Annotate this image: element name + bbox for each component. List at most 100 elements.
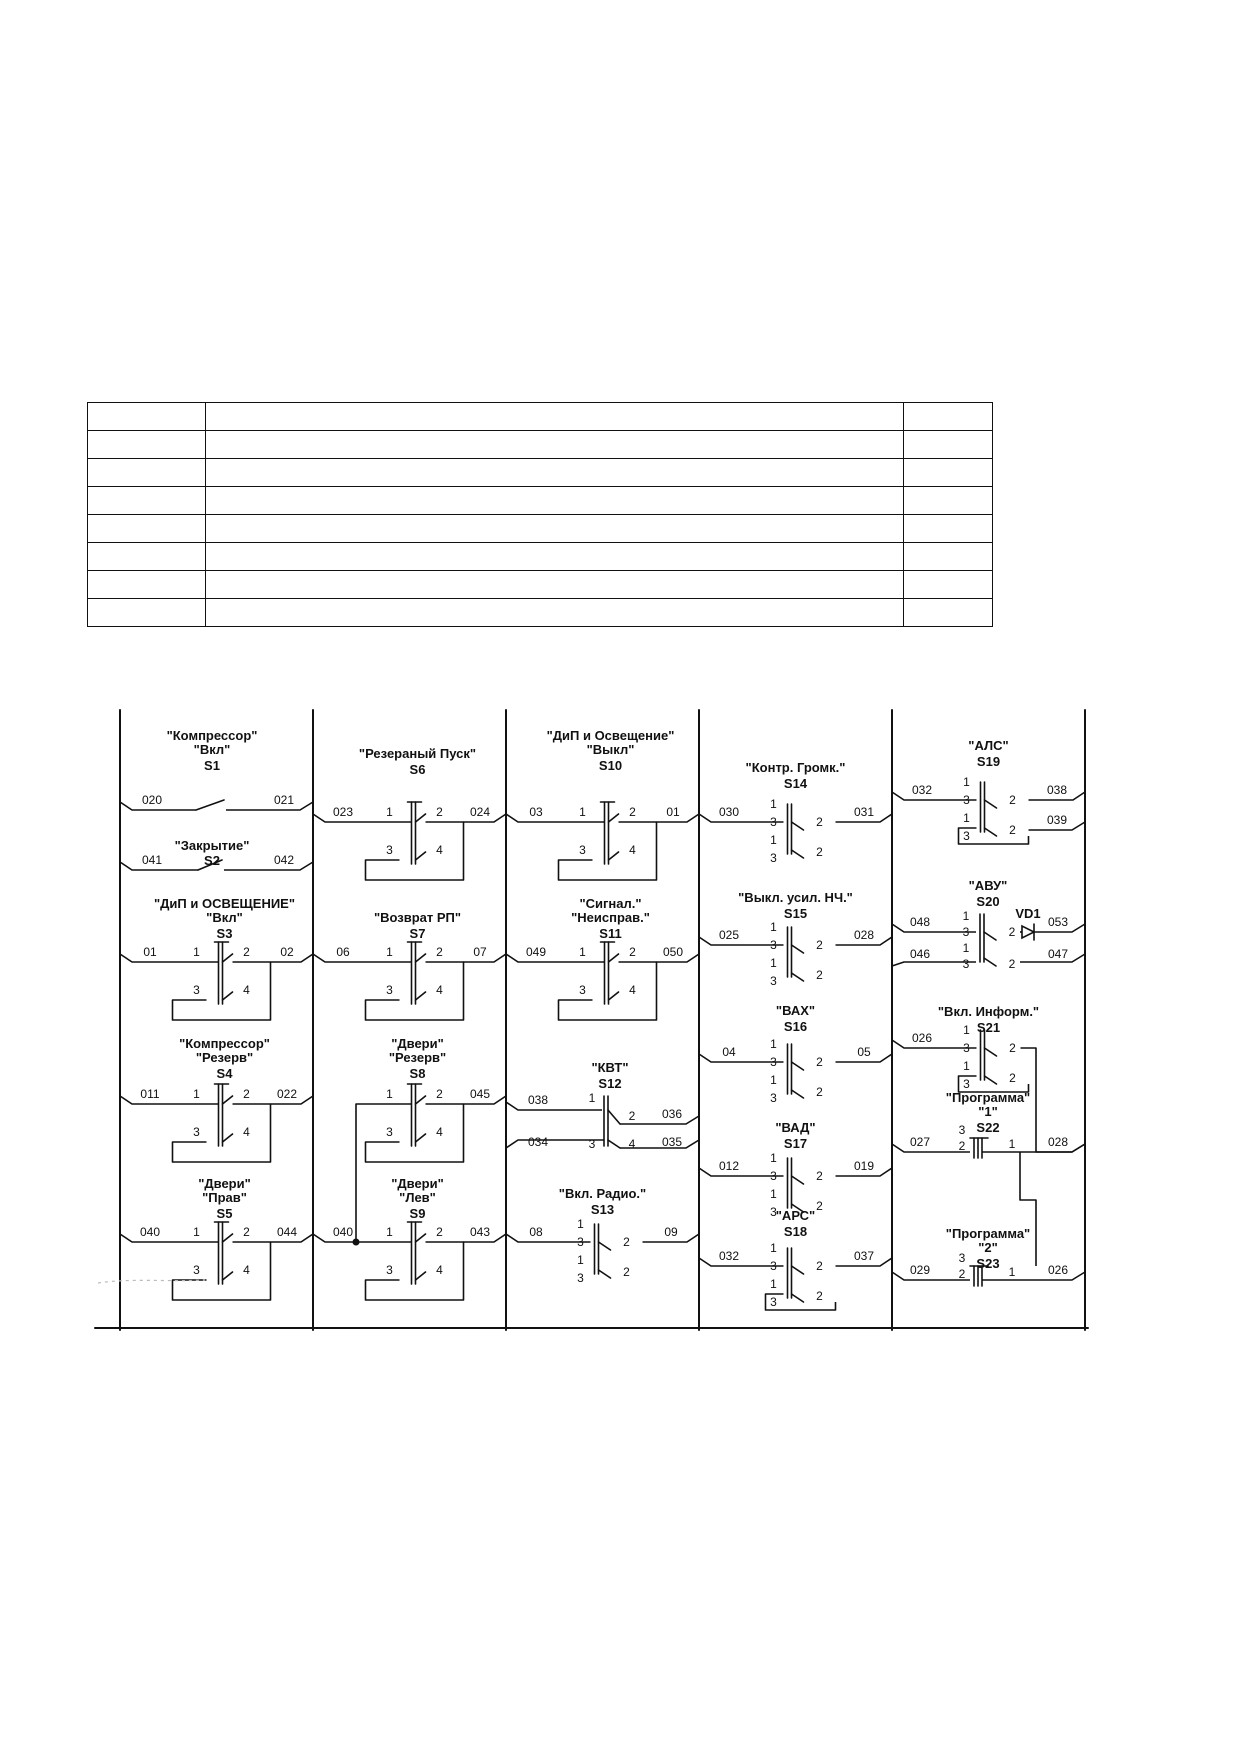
switch-id: S23 (976, 1256, 999, 1271)
table-cell (205, 402, 904, 431)
switch-id: S6 (410, 762, 426, 777)
terminal-label: 021 (274, 793, 294, 807)
wire (698, 813, 784, 823)
table-cell (87, 598, 206, 627)
pin-number: 4 (629, 1137, 636, 1151)
pin-number: 1 (770, 920, 777, 934)
pin-number: 3 (589, 1137, 596, 1151)
switch-label: "Программа" (946, 1090, 1030, 1105)
pin-number: 3 (770, 1055, 777, 1069)
switch-id: S10 (599, 758, 622, 773)
pin-number: 4 (436, 1125, 443, 1139)
pin-number: 1 (770, 1073, 777, 1087)
switch-label: "АВУ" (969, 878, 1008, 893)
pin-number: 2 (243, 945, 250, 959)
switch-id: S11 (599, 926, 621, 941)
switch-contact (195, 799, 225, 811)
pin-number: 3 (770, 851, 777, 865)
terminal-label: 041 (142, 853, 162, 867)
switch-label: "Двери" (391, 1036, 444, 1051)
wire (891, 1271, 970, 1281)
wire (224, 861, 314, 871)
table-cell (903, 486, 993, 515)
wire (557, 961, 658, 1021)
switch-label: "КВТ" (591, 1060, 628, 1075)
pin-number: 1 (963, 909, 970, 923)
wire (620, 1139, 700, 1149)
wire (835, 936, 893, 946)
switch-label: "ДиП и Освещение" (547, 728, 675, 743)
wire (698, 1053, 784, 1063)
switch-label: "Выкл" (587, 742, 635, 757)
switch-contact (414, 1133, 427, 1143)
wire (119, 953, 219, 963)
pin-number: 2 (816, 845, 823, 859)
pin-number: 3 (579, 983, 586, 997)
switch-label: "Программа" (946, 1226, 1030, 1241)
wire (364, 821, 465, 881)
pin-number: 3 (386, 843, 393, 857)
wire (656, 953, 700, 963)
pin-number: 4 (629, 843, 636, 857)
pin-number: 4 (243, 1263, 250, 1277)
pin-number: 4 (436, 983, 443, 997)
switch-id: S15 (784, 906, 807, 921)
wire (119, 861, 198, 871)
terminal-label: 012 (719, 1159, 739, 1173)
terminal-label: 045 (470, 1087, 490, 1101)
pin-number: 3 (770, 1169, 777, 1183)
pin-number: 1 (386, 1225, 393, 1239)
wire (835, 1167, 893, 1177)
switch-label: "Двери" (391, 1176, 444, 1191)
wire (891, 961, 976, 967)
switch-contact (414, 851, 427, 861)
table-cell (903, 402, 993, 431)
switch-id: S5 (217, 1206, 233, 1221)
wire (891, 1039, 977, 1049)
wire (1020, 953, 1086, 963)
pin-number: 2 (1009, 957, 1016, 971)
terminal-label: 01 (143, 945, 157, 959)
pin-number: 3 (959, 1251, 966, 1265)
wire (505, 1139, 604, 1149)
terminal-label: 02 (280, 945, 294, 959)
terminal-label: 046 (910, 947, 930, 961)
pin-number: 2 (243, 1225, 250, 1239)
switch-label: "АЛС" (968, 738, 1008, 753)
terminal-label: 043 (470, 1225, 490, 1239)
pin-number: 1 (1009, 1265, 1016, 1279)
terminal-label: 040 (333, 1225, 353, 1239)
wire (463, 953, 507, 963)
switch-label: "Вкл. Радио." (559, 1186, 646, 1201)
switch-id: S22 (976, 1120, 999, 1135)
switch-id: S19 (977, 754, 1000, 769)
pin-number: 2 (1009, 823, 1016, 837)
terminal-label: 07 (473, 945, 487, 959)
pin-number: 1 (386, 945, 393, 959)
switch-id: S13 (591, 1202, 614, 1217)
pin-number: 2 (623, 1235, 630, 1249)
switch-id: S20 (976, 894, 999, 909)
terminal-label: 040 (140, 1225, 160, 1239)
pin-number: 2 (623, 1265, 630, 1279)
table-row (87, 570, 993, 599)
wire (620, 1115, 700, 1125)
pin-number: 3 (963, 793, 970, 807)
switch-label: "Компрессор" (167, 728, 258, 743)
pin-number: 1 (193, 1225, 200, 1239)
switch-contact (607, 813, 620, 823)
table-cell (205, 430, 904, 459)
pin-number: 3 (770, 938, 777, 952)
table-cell (205, 570, 904, 599)
wire (891, 1143, 970, 1153)
switch-contact (607, 1139, 621, 1149)
terminal-label: 022 (277, 1087, 297, 1101)
